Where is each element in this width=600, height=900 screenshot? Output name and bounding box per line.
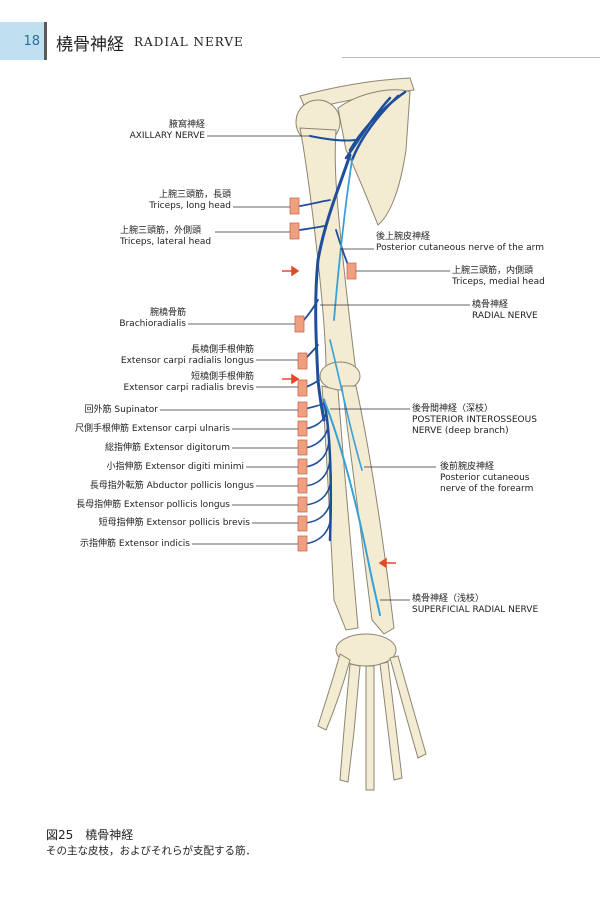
marker-ecrb [297, 379, 308, 397]
branch-epl [303, 473, 332, 506]
marker-triceps-long [289, 197, 300, 215]
marker-ed [297, 439, 308, 456]
branch-triceps-lateral [299, 225, 325, 231]
marker-ei [297, 535, 308, 552]
label-triceps-lateral-en: Triceps, lateral head [120, 237, 212, 247]
label-triceps-medial-jp: 上腕三頭筋，内側頭 [452, 266, 534, 276]
page-title-english: RADIAL NERVE [134, 35, 244, 49]
arrow-elbow [282, 373, 300, 385]
label-ed: 総指伸筋 Extensor digitorum [104, 443, 230, 453]
label-radial-nerve-en: RADIAL NERVE [472, 311, 538, 321]
label-radial-nerve: 橈骨神経 RADIAL NERVE [472, 300, 538, 322]
thumb [317, 653, 351, 731]
label-axillary-nerve: 腋窩神経 AXILLARY NERVE [100, 120, 205, 142]
label-ei: 示指伸筋 Extensor indicis [80, 539, 190, 549]
label-posterior-interosseous-en3: (deep branch) [444, 426, 509, 436]
figure-title: 図25 橈骨神経 [46, 828, 134, 842]
page-number: 18 [0, 22, 44, 60]
finger-little [389, 655, 427, 759]
label-posterior-interosseous-en2: NERVE (deep branch) [412, 426, 537, 437]
label-supinator: 回外筋 Supinator [84, 405, 158, 415]
label-posterior-interosseous-en1: POSTERIOR INTEROSSEOUS [412, 415, 537, 425]
superficial-radial-nerve [323, 399, 381, 616]
marker-brachioradialis [294, 315, 305, 333]
finger-middle [365, 665, 375, 791]
label-superficial-radial-jp: 橈骨神経（浅枝） [412, 594, 485, 604]
finger-index [339, 663, 361, 783]
branch-triceps-long [299, 199, 331, 207]
arrows [282, 265, 396, 569]
plexus-cord-3 [344, 96, 392, 160]
skeleton [295, 77, 427, 791]
label-axillary-jp: 腋窩神経 [168, 120, 205, 130]
label-posterior-cutaneous-arm: 後上腕皮神経 Posterior cutaneous nerve of the … [376, 232, 544, 254]
label-ecrb-en: Extensor carpi radialis brevis [123, 383, 254, 393]
nerves [299, 90, 407, 616]
label-posterior-cutaneous-forearm-jp: 後前腕皮神経 [440, 462, 495, 472]
arrow-wrist [378, 557, 396, 569]
label-ecrb-jp: 短橈側手根伸筋 [190, 372, 254, 382]
label-ecrl-jp: 長橈側手根伸筋 [190, 345, 254, 355]
posterior-cutaneous-nerve-arm [333, 159, 353, 321]
finger-ring [379, 661, 403, 781]
label-radial-nerve-jp: 橈骨神経 [472, 300, 509, 310]
label-posterior-cutaneous-arm-jp: 後上腕皮神経 [376, 232, 431, 242]
figure-caption: その主な皮枝，およびそれらが支配する筋． [46, 845, 256, 857]
label-epb: 短母指伸筋 Extensor pollicis brevis [98, 518, 250, 528]
label-ecu: 尺側手根伸筋 Extensor carpi ulnaris [75, 424, 230, 434]
label-superficial-radial: 橈骨神経（浅枝） SUPERFICIAL RADIAL NERVE [412, 594, 538, 616]
label-posterior-interosseous: 後骨間神経（深枝） POSTERIOR INTEROSSEOUS NERVE (… [412, 404, 537, 437]
marker-epl [297, 496, 308, 513]
marker-apl [297, 477, 308, 494]
label-brachioradialis-jp: 腕橈骨筋 [149, 308, 186, 318]
label-posterior-interosseous-en2a: NERVE [412, 426, 443, 436]
branch-apl [303, 455, 331, 487]
branch-ei [303, 509, 332, 545]
label-triceps-lateral: 上腕三頭筋，外側頭 Triceps, lateral head [120, 226, 211, 248]
marker-triceps-lateral [289, 222, 300, 240]
label-ecrl: 長橈側手根伸筋 Extensor carpi radialis longus [100, 345, 254, 367]
label-posterior-interosseous-jp: 後骨間神経（深枝） [412, 404, 494, 414]
ulna [341, 385, 395, 635]
label-brachioradialis-en: Brachioradialis [119, 319, 186, 329]
elbow [319, 361, 361, 391]
axillary-branch [309, 135, 356, 142]
label-triceps-long-en: Triceps, long head [149, 201, 231, 211]
label-posterior-cutaneous-forearm: 後前腕皮神経 Posterior cutaneous nerve of the … [440, 462, 533, 495]
page-title: 橈骨神経 [56, 35, 124, 55]
label-triceps-medial-en: Triceps, medial head [452, 277, 545, 287]
label-axillary-en: AXILLARY NERVE [129, 131, 205, 141]
branch-epb [303, 491, 332, 524]
marker-epb [297, 515, 308, 532]
label-triceps-medial: 上腕三頭筋，内側頭 Triceps, medial head [452, 266, 545, 288]
label-apl: 長母指外転筋 Abductor pollicis longus [89, 481, 254, 491]
label-superficial-radial-en: SUPERFICIAL RADIAL NERVE [412, 605, 539, 615]
posterior-cutaneous-nerve-forearm [329, 339, 363, 471]
marker-edm [297, 458, 308, 475]
leader-lines [160, 135, 470, 601]
label-posterior-cutaneous-forearm-en2: nerve of the forearm [440, 484, 534, 494]
marker-supinator [297, 401, 308, 418]
label-posterior-cutaneous-forearm-en1: Posterior cutaneous [440, 473, 530, 483]
label-ecrl-en: Extensor carpi radialis longus [120, 356, 254, 366]
header-rule [342, 57, 600, 58]
marker-ecu [297, 420, 308, 437]
marker-ecrl [297, 352, 308, 370]
marker-triceps-medial [346, 262, 357, 280]
label-epl: 長母指伸筋 Extensor pollicis longus [76, 500, 230, 510]
label-triceps-long-jp: 上腕三頭筋，長頭 [158, 190, 231, 200]
label-posterior-cutaneous-arm-en: Posterior cutaneous nerve of the arm [376, 243, 544, 253]
label-ecrb: 短橈側手根伸筋 Extensor carpi radialis brevis [100, 372, 254, 394]
scapula [337, 89, 411, 226]
label-brachioradialis: 腕橈骨筋 Brachioradialis [100, 308, 186, 330]
header-divider [44, 22, 47, 60]
label-triceps-lateral-jp: 上腕三頭筋，外側頭 [120, 226, 202, 236]
label-triceps-long: 上腕三頭筋，長頭 Triceps, long head [100, 190, 231, 212]
muscle-markers [289, 197, 357, 552]
plexus-cord-2 [350, 94, 400, 162]
arrow-spiral-groove [282, 265, 300, 277]
label-edm: 小指伸筋 Extensor digiti minimi [106, 462, 244, 472]
